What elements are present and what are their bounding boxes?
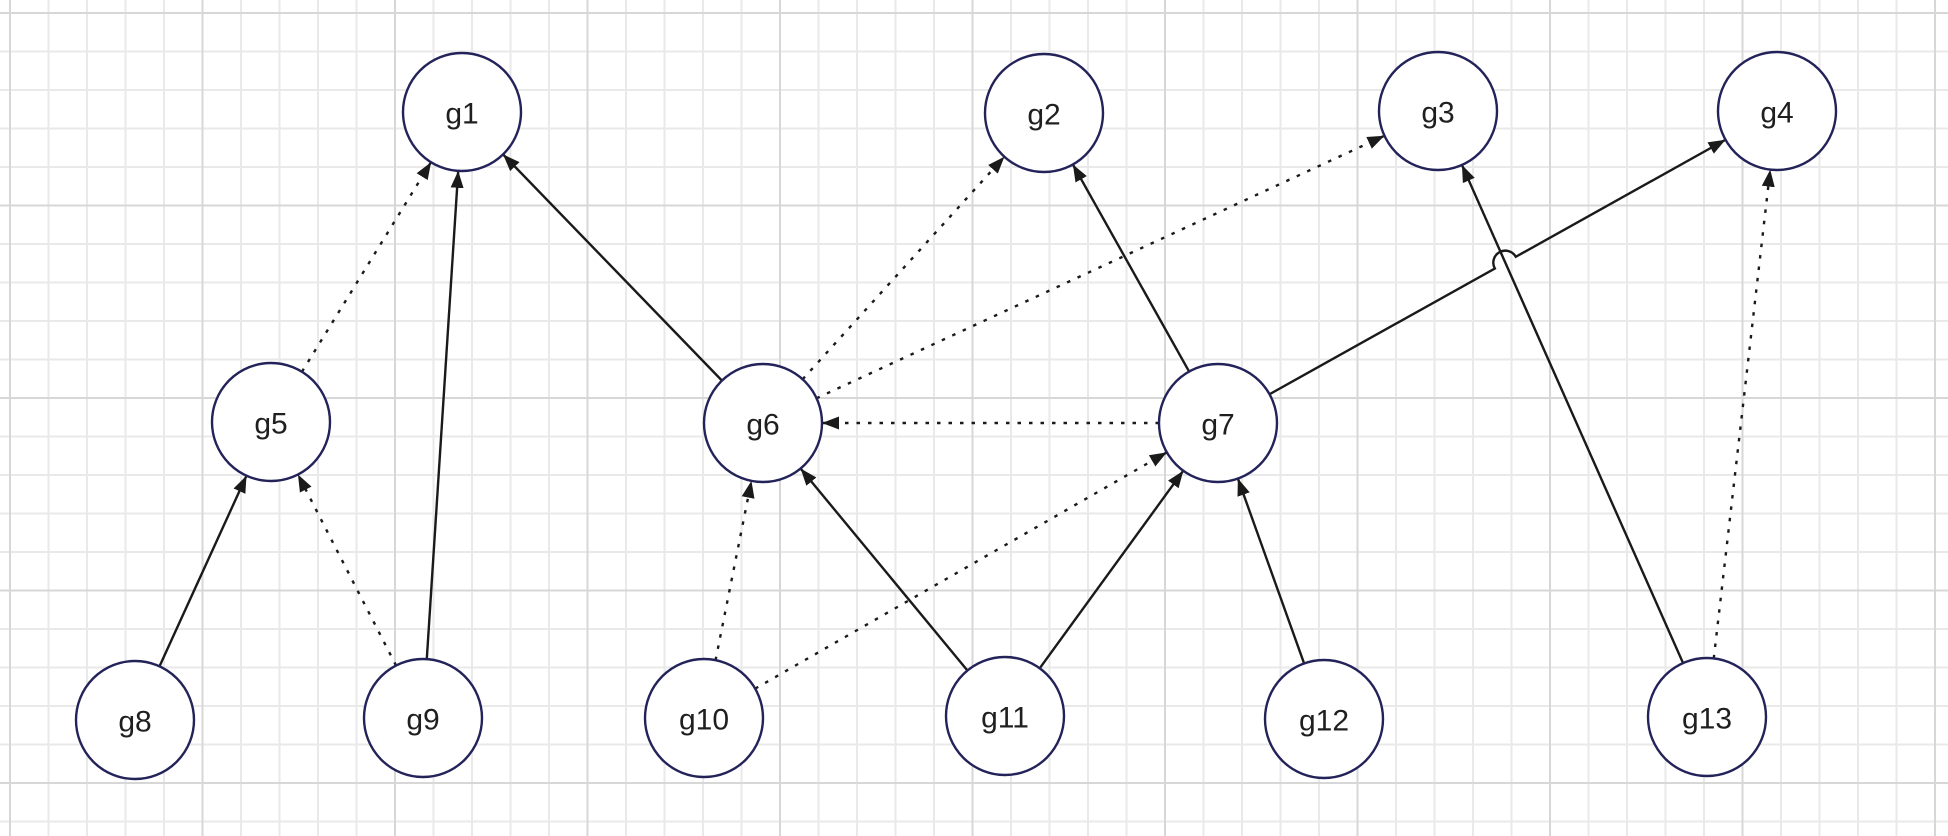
node-circle-g9[interactable]	[362, 657, 484, 779]
node-label-g13: g13	[1682, 703, 1732, 736]
node-circle-g11[interactable]	[944, 655, 1066, 777]
node-circle-g13[interactable]	[1646, 656, 1768, 778]
nodes-layer: g1 g2 g3 g4 g5 g6 g7 g8 g9 g10 g11 g12 g13	[74, 50, 1838, 781]
node-label-g12: g12	[1299, 705, 1349, 738]
node-label-g7: g7	[1201, 409, 1234, 442]
node-g7[interactable]: g7	[1157, 362, 1279, 484]
node-g1[interactable]: g1	[401, 51, 523, 173]
node-g13[interactable]: g13	[1646, 656, 1768, 778]
edge-g10-g6-dotted[interactable]	[714, 480, 755, 661]
edge-g6-g2-dotted[interactable]	[801, 155, 1006, 381]
node-label-g6: g6	[746, 409, 779, 442]
node-g2[interactable]: g2	[983, 52, 1105, 174]
node-g4[interactable]: g4	[1716, 50, 1838, 172]
edge-g13-g4-dotted[interactable]	[1712, 169, 1775, 659]
node-circle-g12[interactable]	[1263, 658, 1385, 780]
node-g10[interactable]: g10	[643, 657, 765, 779]
node-circle-g8[interactable]	[74, 659, 196, 781]
edge-g11-g7-solid[interactable]	[1038, 470, 1185, 669]
node-label-g5: g5	[254, 408, 287, 441]
edge-g7-g2-solid[interactable]	[1071, 163, 1191, 373]
node-label-g9: g9	[406, 704, 439, 737]
edge-g5-g1-dotted[interactable]	[300, 161, 433, 373]
edge-g11-g6-solid[interactable]	[799, 467, 969, 672]
node-label-g8: g8	[118, 706, 151, 739]
node-label-g10: g10	[679, 704, 729, 737]
node-circle-g2[interactable]	[983, 52, 1105, 174]
edges-layer	[158, 134, 1775, 690]
node-g5[interactable]: g5	[210, 361, 332, 483]
edge-g12-g7-solid[interactable]	[1236, 478, 1306, 664]
node-g11[interactable]: g11	[944, 655, 1066, 777]
edge-g7-g4-solid[interactable]	[1268, 138, 1727, 396]
node-label-g4: g4	[1760, 97, 1793, 130]
node-circle-g10[interactable]	[643, 657, 765, 779]
node-circle-g1[interactable]	[401, 51, 523, 173]
node-circle-g6[interactable]	[702, 362, 824, 484]
node-label-g3: g3	[1421, 97, 1454, 130]
node-circle-g5[interactable]	[210, 361, 332, 483]
edge-g8-g5-solid[interactable]	[158, 475, 248, 667]
node-circle-g3[interactable]	[1377, 50, 1499, 172]
node-label-g2: g2	[1027, 99, 1060, 132]
node-g6[interactable]: g6	[702, 362, 824, 484]
node-g12[interactable]: g12	[1263, 658, 1385, 780]
node-g8[interactable]: g8	[74, 659, 196, 781]
node-circle-g4[interactable]	[1716, 50, 1838, 172]
edge-g6-g3-dotted[interactable]	[816, 134, 1385, 400]
node-label-g11: g11	[981, 702, 1029, 735]
edge-g9-g5-dotted[interactable]	[296, 473, 398, 667]
node-label-g1: g1	[445, 98, 478, 131]
node-g3[interactable]: g3	[1377, 50, 1499, 172]
edge-g6-g1-solid[interactable]	[502, 153, 723, 382]
node-g9[interactable]: g9	[362, 657, 484, 779]
edge-g13-g3-solid[interactable]	[1460, 164, 1685, 664]
node-circle-g7[interactable]	[1157, 362, 1279, 484]
edge-g9-g1-solid[interactable]	[425, 170, 464, 660]
